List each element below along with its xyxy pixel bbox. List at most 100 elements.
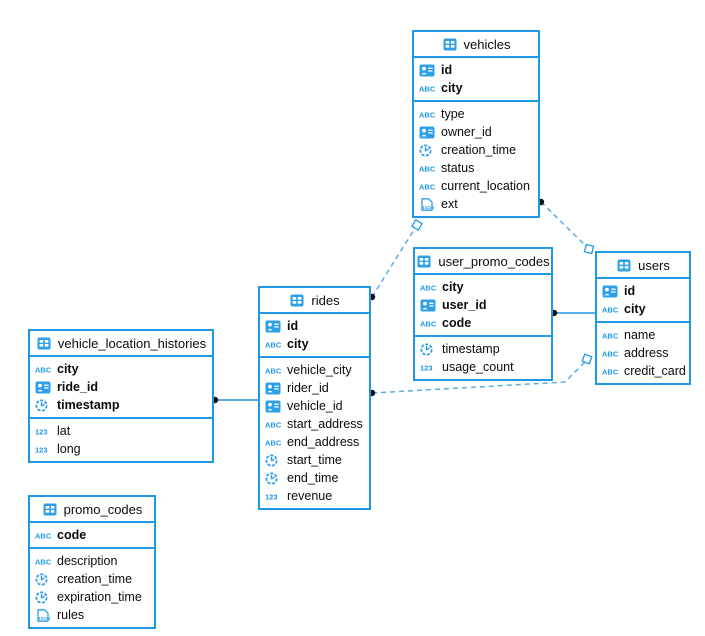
column-label: start_address [287, 417, 363, 431]
id-icon [419, 64, 436, 77]
abc-icon: ABC [420, 281, 437, 294]
column-end_time[interactable]: end_time [260, 469, 369, 487]
column-id[interactable]: id [260, 317, 369, 335]
column-creation_time[interactable]: creation_time [414, 141, 538, 159]
abc-icon: ABC [35, 363, 52, 376]
column-timestamp[interactable]: timestamp [415, 340, 551, 358]
table-header[interactable]: rides [260, 288, 369, 314]
column-start_time[interactable]: start_time [260, 451, 369, 469]
svg-text:123: 123 [420, 363, 433, 372]
column-label: id [287, 319, 299, 333]
svg-text:123: 123 [35, 445, 48, 454]
column-revenue[interactable]: 123 revenue [260, 487, 369, 505]
id-icon [602, 285, 619, 298]
column-expiration_time[interactable]: expiration_time [30, 588, 154, 606]
id-icon [420, 299, 437, 312]
column-owner_id[interactable]: owner_id [414, 123, 538, 141]
column-label: city [57, 362, 79, 376]
column-label: owner_id [441, 125, 492, 139]
table-header[interactable]: user_promo_codes [415, 249, 551, 275]
column-label: timestamp [442, 342, 500, 356]
column-creation_time[interactable]: creation_time [30, 570, 154, 588]
column-status[interactable]: ABC status [414, 159, 538, 177]
clock-icon [35, 590, 52, 604]
table-header[interactable]: promo_codes [30, 497, 154, 523]
relationship-vehicle_location_histories-rides [211, 396, 258, 404]
column-city[interactable]: ABC city [30, 360, 212, 378]
abc-icon: ABC [265, 338, 282, 351]
svg-text:JSON: JSON [38, 616, 51, 621]
table-name: vehicle_location_histories [57, 335, 207, 351]
column-label: long [57, 442, 81, 456]
column-label: creation_time [57, 572, 133, 586]
column-label: rider_id [287, 381, 329, 395]
clock-icon [265, 471, 282, 485]
svg-text:ABC: ABC [35, 365, 51, 374]
one-side-marker [581, 353, 593, 365]
column-rules[interactable]: JSON rules [30, 606, 154, 624]
svg-text:ABC: ABC [265, 366, 281, 375]
id-icon [265, 320, 282, 333]
column-id[interactable]: id [414, 61, 538, 79]
column-label: usage_count [442, 360, 514, 374]
svg-text:ABC: ABC [420, 283, 436, 292]
table-name: rides [311, 292, 340, 308]
clock-icon [265, 453, 282, 467]
column-label: status [441, 161, 475, 175]
column-user_id[interactable]: user_id [415, 296, 551, 314]
table-header[interactable]: vehicles [414, 32, 538, 58]
table-name: users [638, 257, 670, 273]
table-header[interactable]: vehicle_location_histories [30, 331, 212, 357]
column-id[interactable]: id [597, 282, 689, 300]
column-ride_id[interactable]: ride_id [30, 378, 212, 396]
column-label: end_time [287, 471, 339, 485]
num-icon: 123 [265, 490, 282, 503]
column-label: expiration_time [57, 590, 142, 604]
column-label: city [441, 81, 463, 95]
svg-text:ABC: ABC [419, 164, 435, 173]
table-header[interactable]: users [597, 253, 689, 279]
table-icon [416, 255, 433, 268]
column-label: start_time [287, 453, 342, 467]
column-label: revenue [287, 489, 333, 503]
column-long[interactable]: 123 long [30, 440, 212, 458]
svg-text:ABC: ABC [602, 349, 618, 358]
column-label: id [441, 63, 453, 77]
column-usage_count[interactable]: 123 usage_count [415, 358, 551, 376]
column-vehicle_id[interactable]: vehicle_id [260, 397, 369, 415]
column-label: current_location [441, 179, 530, 193]
num-icon: 123 [35, 443, 52, 456]
column-label: rules [57, 608, 85, 622]
column-rider_id[interactable]: rider_id [260, 379, 369, 397]
column-timestamp[interactable]: timestamp [30, 396, 212, 414]
table-icon [616, 259, 633, 272]
